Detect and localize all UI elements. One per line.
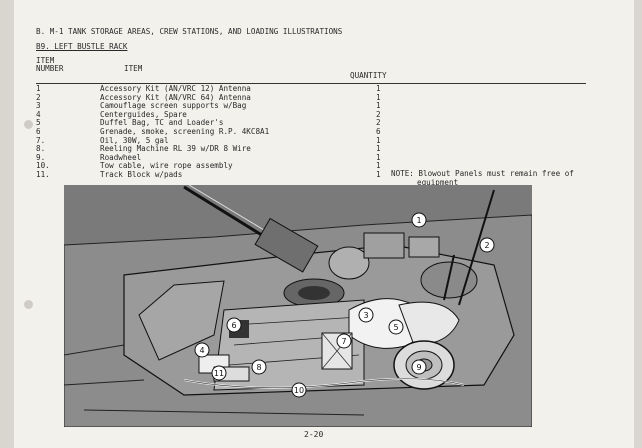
item-number: 4 — [36, 109, 41, 119]
item-name: Centerguides, Spare — [100, 109, 187, 119]
callout-1-label: 1 — [416, 216, 421, 225]
callout-8: 8 — [251, 359, 267, 375]
callout-7: 7 — [336, 333, 352, 349]
table-row: 5 Duffel Bag, TC and Loader's 2 — [36, 118, 396, 127]
callout-3: 3 — [358, 307, 374, 323]
item-name: Track Block w/pads — [100, 169, 183, 179]
item-quantity: 1 — [376, 161, 381, 171]
item-quantity: 1 — [376, 152, 381, 162]
col-header-item-number-2: NUMBER — [36, 64, 64, 73]
table-row: 8. Reeling Machine RL 39 w/DR 8 Wire 1 — [36, 144, 396, 153]
item-name: Grenade, smoke, screening R.P. 4KC8A1 — [100, 126, 270, 136]
item-name: Tow cable, wire rope assembly — [100, 161, 233, 171]
document-page: B. M-1 TANK STORAGE AREAS, CREW STATIONS… — [14, 0, 634, 448]
callout-5-label: 5 — [393, 323, 398, 332]
callout-3-label: 3 — [363, 311, 368, 320]
col-header-item-number-1: ITEM — [36, 56, 55, 65]
page-number: 2-20 — [304, 430, 324, 439]
item-name: Accessory Kit (AN/VRC 64) Antenna — [100, 92, 251, 102]
callout-7-label: 7 — [341, 337, 346, 346]
item-quantity: 2 — [376, 118, 381, 128]
callout-4-label: 4 — [199, 346, 204, 355]
header-rule — [36, 83, 586, 84]
callout-2-label: 2 — [484, 241, 489, 250]
note-line-1: NOTE: Blowout Panels must remain free of — [391, 169, 574, 178]
item-quantity: 1 — [376, 135, 381, 145]
callout-5: 5 — [388, 319, 404, 335]
item-number: 10. — [36, 161, 50, 171]
item-name: Accessory Kit (AN/VRC 12) Antenna — [100, 84, 251, 93]
table-row: 4 Centerguides, Spare 2 — [36, 110, 396, 119]
subsection-title: B9. LEFT BUSTLE RACK — [36, 42, 128, 51]
item-quantity: 1 — [376, 92, 381, 102]
table-row: 3 Camouflage screen supports w/Bag 1 — [36, 101, 396, 110]
item-quantity: 1 — [376, 144, 381, 154]
item-number: 11. — [36, 169, 50, 179]
callout-2: 2 — [479, 237, 495, 253]
tank-drawing: 1 2 3 4 5 6 7 8 9 10 11 — [64, 185, 532, 427]
item-number: 3 — [36, 101, 41, 111]
callout-11-label: 11 — [214, 369, 224, 378]
table-row: 2 Accessory Kit (AN/VRC 64) Antenna 1 — [36, 93, 396, 102]
item-name: Oil, 30W, 5 gal — [100, 135, 169, 145]
table-row: 7. Oil, 30W, 5 gal 1 — [36, 136, 396, 145]
callout-8-label: 8 — [256, 363, 261, 372]
item-name: Roadwheel — [100, 152, 142, 162]
item-quantity: 6 — [376, 126, 381, 136]
item-number: 8. — [36, 144, 46, 154]
callout-1: 1 — [411, 212, 427, 228]
section-title: B. M-1 TANK STORAGE AREAS, CREW STATIONS… — [36, 27, 343, 36]
table-row: 1 Accessory Kit (AN/VRC 12) Antenna 1 — [36, 84, 396, 93]
table-row: 11. Track Block w/pads 1 — [36, 170, 396, 179]
item-name: Duffel Bag, TC and Loader's — [100, 118, 224, 128]
tank-bustle-rack-illustration: 1 2 3 4 5 6 7 8 9 10 11 — [64, 185, 532, 427]
col-header-item: ITEM — [124, 64, 143, 73]
table-row: 6 Grenade, smoke, screening R.P. 4KC8A1 6 — [36, 127, 396, 136]
punch-hole — [24, 300, 33, 309]
item-number: 9. — [36, 152, 46, 162]
callout-4: 4 — [194, 342, 210, 358]
callout-6-label: 6 — [231, 321, 236, 330]
note-line-2: equipment — [417, 178, 459, 187]
callout-6: 6 — [226, 317, 242, 333]
callout-9-label: 9 — [416, 363, 421, 372]
item-number: 6 — [36, 126, 41, 136]
item-number: 5 — [36, 118, 41, 128]
item-number: 7. — [36, 135, 46, 145]
table-row: 9. Roadwheel 1 — [36, 153, 396, 162]
item-name: Reeling Machine RL 39 w/DR 8 Wire — [100, 144, 251, 154]
item-quantity: 1 — [376, 84, 381, 93]
item-quantity: 2 — [376, 109, 381, 119]
callout-11: 11 — [211, 365, 227, 381]
item-quantity: 1 — [376, 169, 381, 179]
item-number: 1 — [36, 84, 41, 93]
callout-10-label: 10 — [294, 386, 304, 395]
item-name: Camouflage screen supports w/Bag — [100, 101, 247, 111]
punch-hole — [24, 120, 33, 129]
col-header-quantity: QUANTITY — [350, 71, 387, 80]
item-quantity: 1 — [376, 101, 381, 111]
table-row: 10. Tow cable, wire rope assembly 1 — [36, 161, 396, 170]
item-number: 2 — [36, 92, 41, 102]
callout-9: 9 — [411, 359, 427, 375]
callout-10: 10 — [291, 382, 307, 398]
